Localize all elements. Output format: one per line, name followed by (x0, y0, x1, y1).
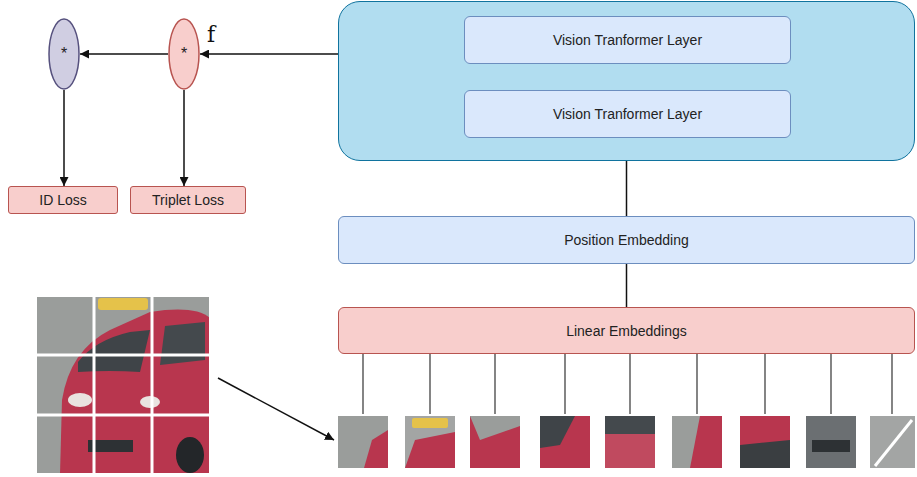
image-patches (338, 416, 915, 468)
car-image (36, 296, 210, 474)
loss-box: ID Loss (8, 186, 118, 214)
node-text: ID Loss (39, 192, 86, 208)
node-text: Vision Tranformer Layer (553, 32, 702, 48)
feature-label: f (207, 22, 215, 47)
connector (63, 90, 65, 186)
patch-arrow (218, 378, 334, 440)
loss-box: Triplet Loss (130, 186, 246, 214)
patch-wires (363, 354, 892, 414)
node-text: Position Embedding (564, 232, 689, 248)
connector (626, 264, 628, 307)
embedding-box: Position Embedding (338, 216, 915, 264)
node-text: Linear Embeddings (566, 323, 687, 339)
node-text: * (61, 45, 67, 63)
operator-ellipse: * (168, 18, 200, 90)
node-text: * (181, 45, 187, 63)
connector (183, 90, 185, 186)
connector (200, 53, 338, 55)
connector (80, 53, 168, 55)
embedding-box: Linear Embeddings (338, 307, 915, 354)
operator-ellipse: * (48, 18, 80, 90)
transformer-layer: Vision Tranformer Layer (464, 90, 791, 138)
node-text: Triplet Loss (152, 192, 224, 208)
transformer-layer: Vision Tranformer Layer (464, 16, 791, 64)
encoder-container: Vision Tranformer LayerVision Tranformer… (338, 1, 915, 161)
connector (626, 161, 628, 216)
node-text: Vision Tranformer Layer (553, 106, 702, 122)
